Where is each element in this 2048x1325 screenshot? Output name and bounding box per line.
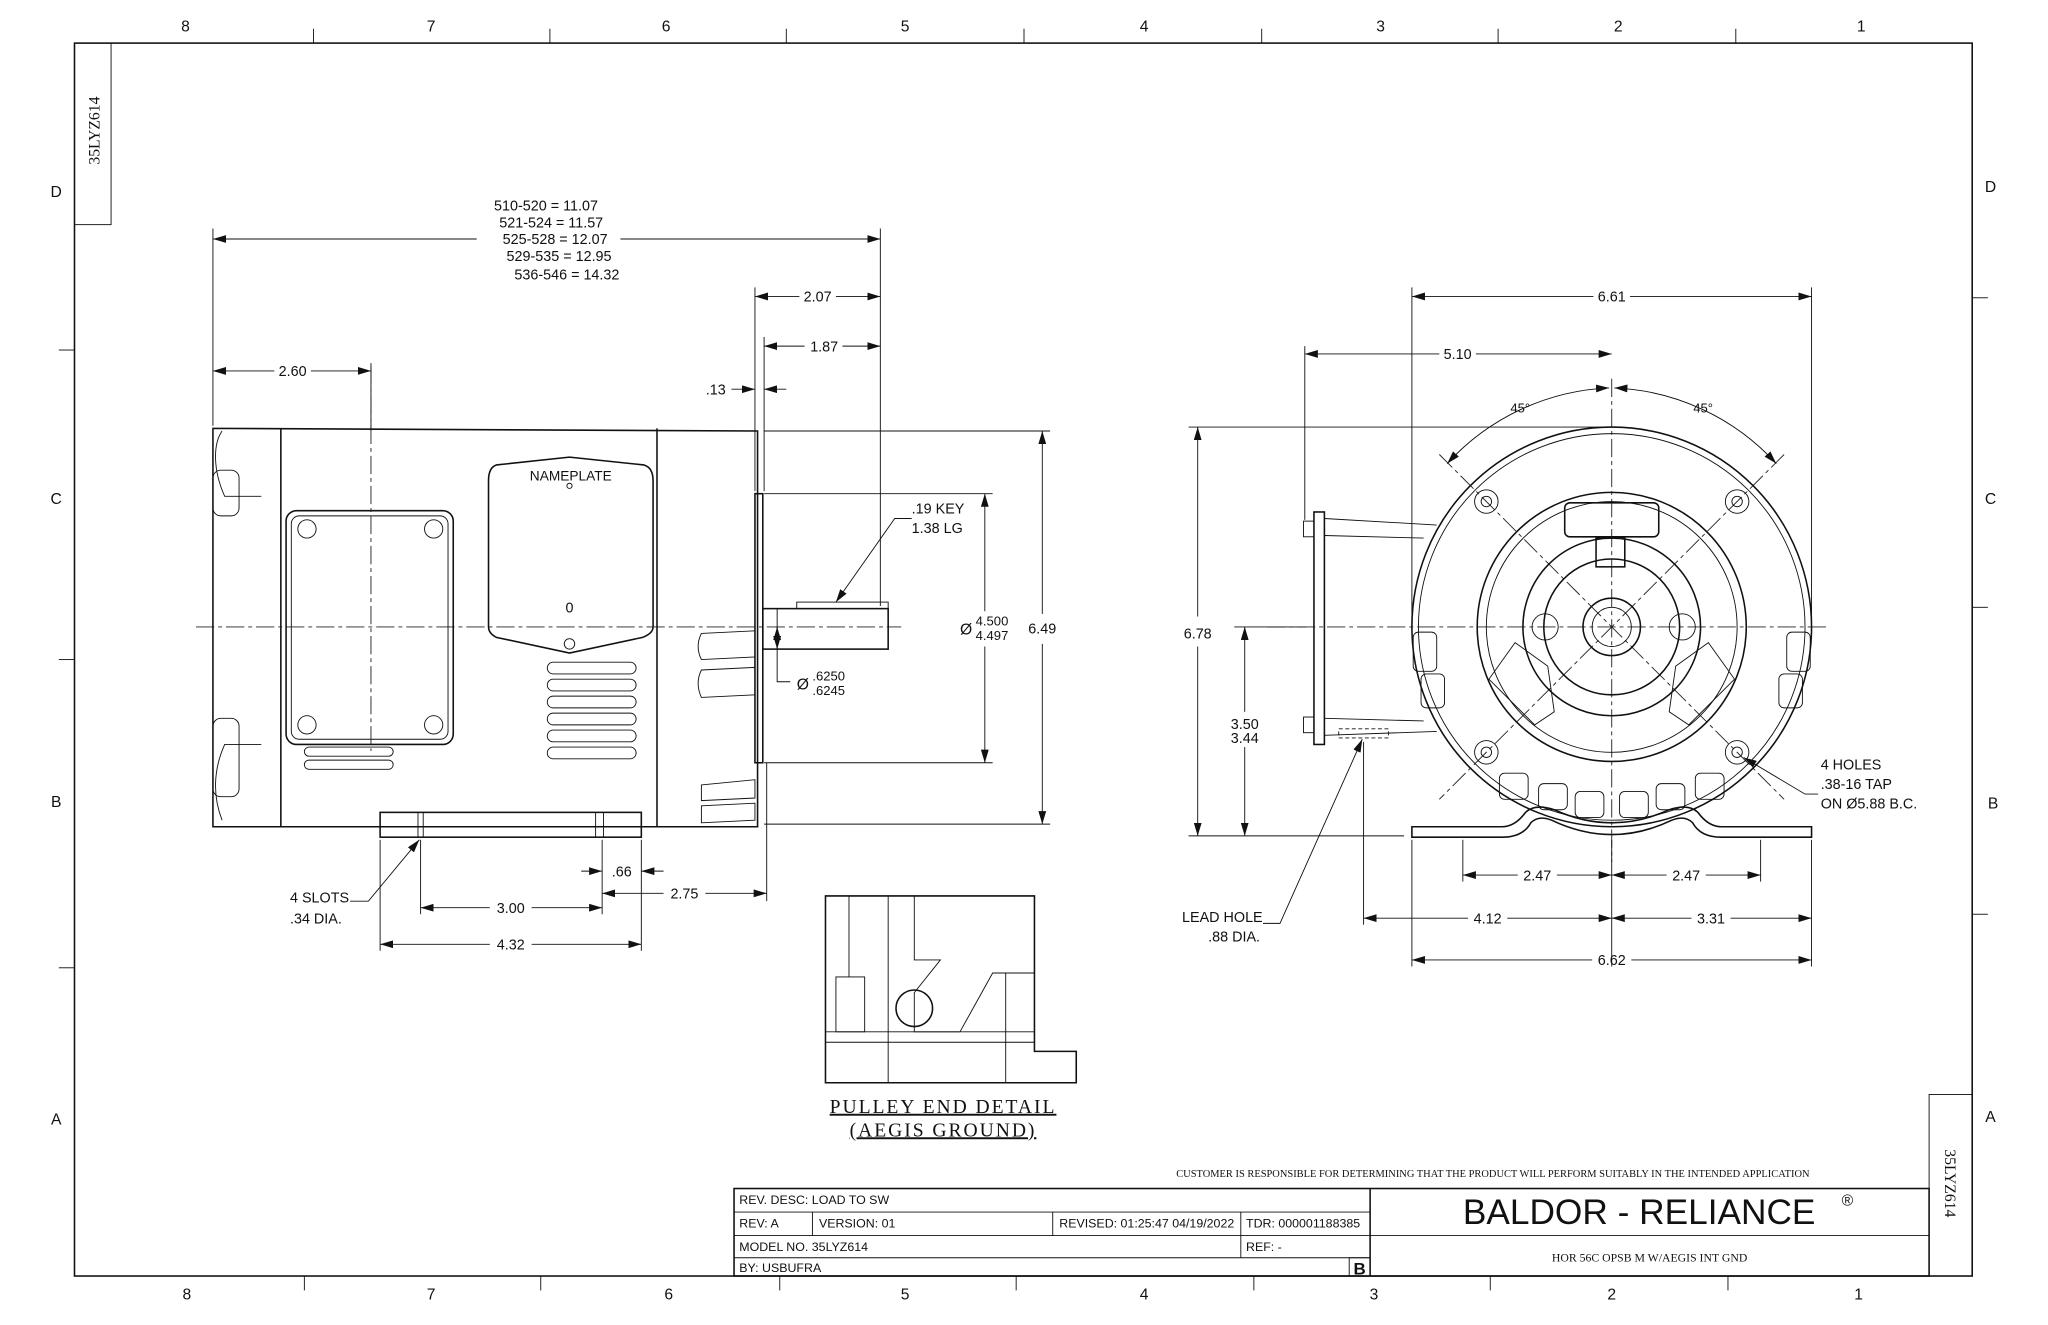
sheet-size: B [1354, 1260, 1366, 1279]
svg-text:ON Ø5.88 B.C.: ON Ø5.88 B.C. [1821, 796, 1918, 812]
svg-text:3.00: 3.00 [497, 901, 525, 917]
svg-text:6.61: 6.61 [1598, 290, 1626, 306]
svg-text:5.10: 5.10 [1444, 347, 1472, 363]
svg-text:BY: USBUFRA: BY: USBUFRA [739, 1261, 822, 1275]
svg-text:1.87: 1.87 [810, 339, 838, 355]
svg-text:NAMEPLATE: NAMEPLATE [530, 469, 612, 484]
svg-text:5: 5 [901, 18, 910, 35]
svg-text:45°: 45° [1693, 401, 1713, 416]
svg-text:VERSION: 01: VERSION: 01 [819, 1217, 896, 1231]
nameplate [487, 456, 654, 654]
svg-text:A: A [1985, 1109, 1996, 1126]
svg-text:PULLEY END DETAIL: PULLEY END DETAIL [830, 1097, 1057, 1118]
svg-text:.13: .13 [706, 382, 726, 398]
svg-text:525-528 = 12.07: 525-528 = 12.07 [503, 232, 608, 248]
pulley-end-detail: PULLEY END DETAIL (AEGIS GROUND) [824, 895, 1078, 1141]
svg-text:2.47: 2.47 [1523, 868, 1551, 884]
svg-text:TDR: 000001188385: TDR: 000001188385 [1246, 1217, 1360, 1231]
svg-text:REV: A: REV: A [739, 1217, 779, 1231]
svg-text:8: 8 [181, 18, 190, 35]
svg-text:2.60: 2.60 [279, 364, 307, 380]
svg-text:D: D [51, 184, 62, 201]
svg-text:1.38 LG: 1.38 LG [912, 521, 963, 537]
mounting-base [379, 811, 643, 838]
svg-text:6: 6 [662, 18, 671, 35]
svg-text:Ø: Ø [960, 622, 972, 639]
svg-text:4.497: 4.497 [976, 628, 1009, 643]
drawing-id-tag-top: 35LYZ614 [74, 42, 112, 226]
svg-text:CUSTOMER IS RESPONSIBLE FOR DE: CUSTOMER IS RESPONSIBLE FOR DETERMINING … [1176, 1169, 1810, 1180]
svg-text:HOR 56C OPSB M W/AEGIS INT GND: HOR 56C OPSB M W/AEGIS INT GND [1552, 1252, 1748, 1265]
svg-text:4 HOLES: 4 HOLES [1821, 757, 1882, 773]
svg-text:REF: -: REF: - [1246, 1240, 1282, 1254]
svg-text:35LYZ614: 35LYZ614 [86, 96, 103, 164]
svg-text:2: 2 [1614, 18, 1623, 35]
svg-text:2: 2 [1607, 1287, 1616, 1304]
svg-text:4: 4 [1140, 1287, 1149, 1304]
svg-text:0: 0 [565, 601, 573, 617]
svg-text:8: 8 [182, 1287, 191, 1304]
svg-text:4.32: 4.32 [497, 938, 525, 954]
svg-text:1: 1 [1854, 1287, 1863, 1304]
svg-text:.19 KEY: .19 KEY [912, 501, 965, 517]
svg-text:521-524 = 11.57: 521-524 = 11.57 [499, 215, 603, 231]
svg-text:45°: 45° [1510, 401, 1530, 416]
svg-text:.38-16 TAP: .38-16 TAP [1821, 777, 1892, 793]
svg-text:3: 3 [1370, 1287, 1379, 1304]
svg-text:7: 7 [427, 1287, 436, 1304]
svg-text:510-520 = 11.07: 510-520 = 11.07 [494, 198, 598, 214]
svg-text:.6250: .6250 [812, 668, 845, 683]
svg-text:3.50: 3.50 [1231, 717, 1259, 733]
svg-text:1: 1 [1857, 18, 1866, 35]
svg-text:2.07: 2.07 [804, 290, 832, 306]
svg-text:B: B [51, 794, 61, 811]
svg-text:®: ® [1842, 1192, 1854, 1209]
svg-text:D: D [1985, 179, 1996, 196]
svg-text:LEAD HOLE: LEAD HOLE [1182, 910, 1263, 926]
svg-text:.66: .66 [612, 864, 632, 880]
side-view-dimensions: 510-520 = 11.07 521-524 = 11.57 525-528 … [212, 198, 1056, 954]
svg-text:35LYZ614: 35LYZ614 [1941, 1149, 1958, 1217]
svg-text:5: 5 [901, 1287, 910, 1304]
svg-text:4 SLOTS: 4 SLOTS [290, 890, 349, 906]
svg-text:B: B [1988, 795, 1998, 812]
svg-text:536-546 = 14.32: 536-546 = 14.32 [514, 267, 619, 283]
svg-text:C: C [51, 491, 62, 508]
end-view-dimensions: 6.61 5.10 45° 45° 6.78 3.50 3.44 4 HOLES… [1182, 287, 1917, 969]
svg-text:C: C [1985, 491, 1996, 508]
svg-text:.34 DIA.: .34 DIA. [290, 911, 342, 927]
svg-text:REV. DESC: LOAD TO SW: REV. DESC: LOAD TO SW [739, 1193, 889, 1207]
end-view [1266, 378, 1829, 863]
svg-text:529-535 = 12.95: 529-535 = 12.95 [507, 249, 612, 265]
company-logo: BALDOR - RELIANCE [1463, 1193, 1816, 1232]
svg-text:3.31: 3.31 [1697, 911, 1725, 927]
svg-text:4.12: 4.12 [1474, 911, 1502, 927]
svg-text:6.49: 6.49 [1028, 621, 1056, 637]
svg-text:3.44: 3.44 [1231, 731, 1259, 747]
svg-text:.88 DIA.: .88 DIA. [1208, 930, 1260, 946]
svg-text:3: 3 [1376, 18, 1385, 35]
svg-text:REVISED: 01:25:47 04/19/2022: REVISED: 01:25:47 04/19/2022 [1059, 1217, 1234, 1231]
svg-text:2.47: 2.47 [1672, 868, 1700, 884]
svg-text:MODEL NO. 35LYZ614: MODEL NO. 35LYZ614 [739, 1240, 868, 1254]
conduit-box [285, 509, 455, 746]
svg-text:2.75: 2.75 [670, 887, 698, 903]
svg-text:4.500: 4.500 [976, 614, 1009, 629]
svg-text:Ø: Ø [797, 677, 809, 694]
title-block: CUSTOMER IS RESPONSIBLE FOR DETERMINING … [733, 1169, 1930, 1279]
svg-text:6: 6 [664, 1287, 673, 1304]
drawing-id-tag-bottom: 35LYZ614 [1928, 1094, 1973, 1277]
svg-text:(AEGIS GROUND): (AEGIS GROUND) [850, 1120, 1037, 1141]
svg-text:7: 7 [427, 18, 436, 35]
svg-text:6.78: 6.78 [1184, 627, 1212, 643]
svg-text:A: A [51, 1112, 62, 1129]
svg-text:.6245: .6245 [812, 683, 845, 698]
side-view: NAMEPLATE 0 [195, 365, 902, 838]
zone-labels: 8 7 6 5 4 3 2 1 8 7 6 5 4 3 2 1 D C B A … [51, 18, 1999, 1303]
svg-text:6.62: 6.62 [1598, 953, 1626, 969]
svg-text:4: 4 [1140, 18, 1149, 35]
